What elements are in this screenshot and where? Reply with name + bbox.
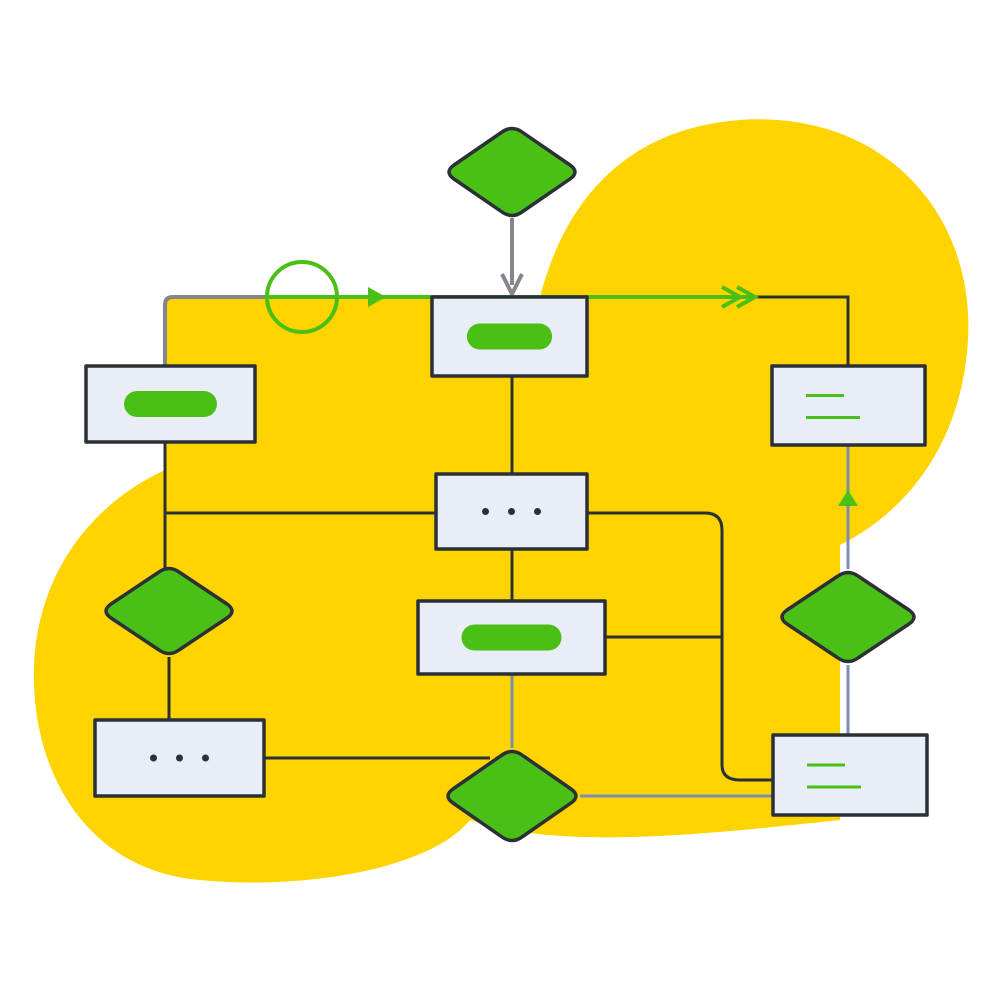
process-box	[770, 364, 927, 447]
pill-placeholder	[461, 624, 562, 651]
circle-marker-icon	[265, 260, 339, 334]
decision-diamond	[446, 749, 578, 843]
top-process-node[interactable]	[430, 295, 589, 378]
decision-diamond	[780, 570, 916, 664]
ellipsis-dot	[482, 508, 489, 515]
middle-process-2-node[interactable]	[416, 599, 607, 676]
bottom-left-process-node[interactable]	[93, 718, 266, 798]
decision-diamond	[447, 126, 577, 218]
arrow-up-green-icon	[838, 490, 858, 506]
arrow-head-gray-icon	[500, 273, 524, 296]
ellipsis-dot	[534, 508, 541, 515]
right-decision-node[interactable]	[780, 570, 916, 664]
bottom-right-process-node[interactable]	[771, 733, 929, 817]
ellipsis-dot	[176, 754, 183, 762]
right-process-node[interactable]	[770, 364, 927, 447]
connectors	[163, 295, 850, 782]
ellipsis-dot	[508, 508, 515, 515]
decision-diamond	[104, 566, 234, 656]
middle-process-node[interactable]	[434, 472, 589, 551]
pill-placeholder	[124, 391, 217, 417]
arrow-head-green-icon	[368, 287, 386, 307]
process-box	[771, 733, 929, 817]
bottom-decision-node[interactable]	[446, 749, 578, 843]
top-decision-node[interactable]	[447, 126, 577, 218]
ellipsis-dot	[202, 754, 209, 762]
connector-gray-left	[163, 295, 265, 366]
left-process-node[interactable]	[84, 364, 257, 444]
connector-top-right	[750, 295, 850, 368]
pill-placeholder	[466, 323, 553, 350]
left-decision-node[interactable]	[104, 566, 234, 656]
connector-right-curve	[587, 511, 773, 782]
ellipsis-dot	[150, 754, 157, 762]
double-arrow-green-icon	[721, 285, 760, 309]
